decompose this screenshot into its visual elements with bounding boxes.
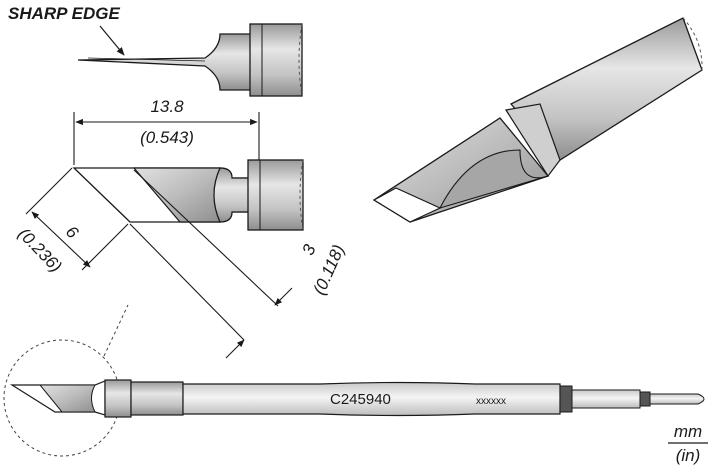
length-mm-label: 13.8 (150, 97, 184, 116)
marking-label: xxxxxx (476, 396, 506, 407)
thickness-mm-label: 3 (298, 241, 319, 258)
dimension-thickness (129, 169, 293, 359)
length-in-label: (0.543) (140, 128, 194, 147)
sharp-edge-label: SHARP EDGE (8, 4, 120, 23)
units-metric-label: mm (674, 422, 702, 441)
width-mm-label: 6 (62, 222, 83, 242)
part-number-label: C245940 (330, 391, 391, 408)
units-imperial-label: (in) (676, 446, 701, 465)
sharp-edge-leader (99, 25, 125, 56)
dimension-width (25, 167, 129, 271)
top-view (77, 23, 303, 97)
side-view (72, 159, 304, 231)
isometric-view (372, 17, 703, 223)
dimension-length (73, 112, 260, 165)
full-tip-view (3, 304, 705, 457)
width-in-label: (0.236) (14, 224, 65, 276)
